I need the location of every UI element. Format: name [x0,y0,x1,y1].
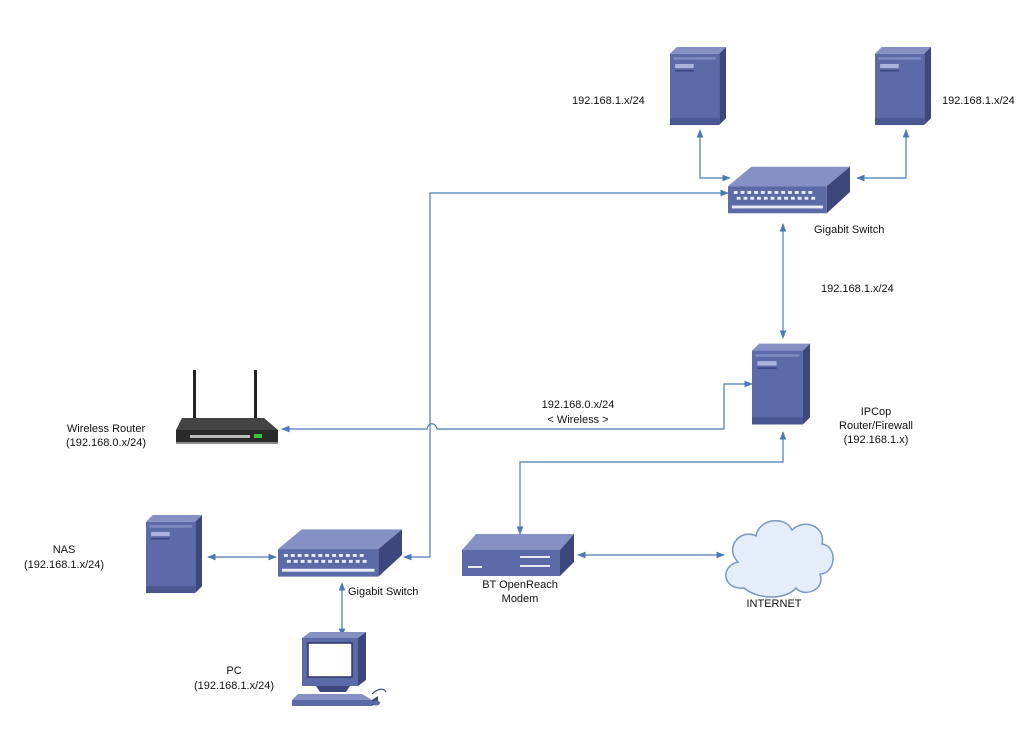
server-left-subnet-label: 192.168.1.x/24 [572,95,645,107]
pc-label-line2: (192.168.1.x/24) [194,680,274,692]
ipcop-label-line3: (192.168.1.x) [844,434,909,446]
desktop-pc-icon [292,632,387,706]
network-switch-icon [728,166,850,214]
server-tower-icon [752,343,810,425]
internet-cloud-icon [725,519,834,598]
links [207,129,910,637]
modem-icon [462,534,574,576]
labels: 192.168.1.x/24 192.168.1.x/24 Gigabit Sw… [24,95,1015,692]
link-top-switch-bottom-switch [403,189,729,561]
ipcop-label-line2: Router/Firewall [839,420,913,432]
modem-label-line2: Modem [502,593,539,605]
wireless-router-label-line1: Wireless Router [67,423,146,435]
server-tower-icon [146,514,202,594]
wireless-router-label-line2: (192.168.0.x/24) [66,437,146,449]
top-switch-label: Gigabit Switch [814,224,884,236]
bottom-switch-label: Gigabit Switch [348,586,418,598]
network-switch-icon [278,529,402,577]
server-right-subnet-label: 192.168.1.x/24 [942,95,1015,107]
internet-label: INTERNET [747,598,802,610]
nas-label-line2: (192.168.1.x/24) [24,559,104,571]
wireless-subnet-label: 192.168.0.x/24 [542,399,615,411]
link-server-left-switch [696,129,731,182]
ipcop-label-line1: IPCop [861,406,892,418]
link-server-right-switch [856,129,910,182]
link-ipcop-wireless-router [281,380,753,433]
modem-label-line1: BT OpenReach [482,579,558,591]
link-ipcop-modem [516,431,787,535]
server-tower-icon [670,46,726,126]
wireless-tag-label: < Wireless > [547,414,608,426]
wireless-router-icon [176,370,278,444]
nas-label-line1: NAS [53,544,76,556]
pc-label-line1: PC [226,665,241,677]
server-tower-icon [875,46,931,126]
uplink-subnet-label: 192.168.1.x/24 [821,283,894,295]
